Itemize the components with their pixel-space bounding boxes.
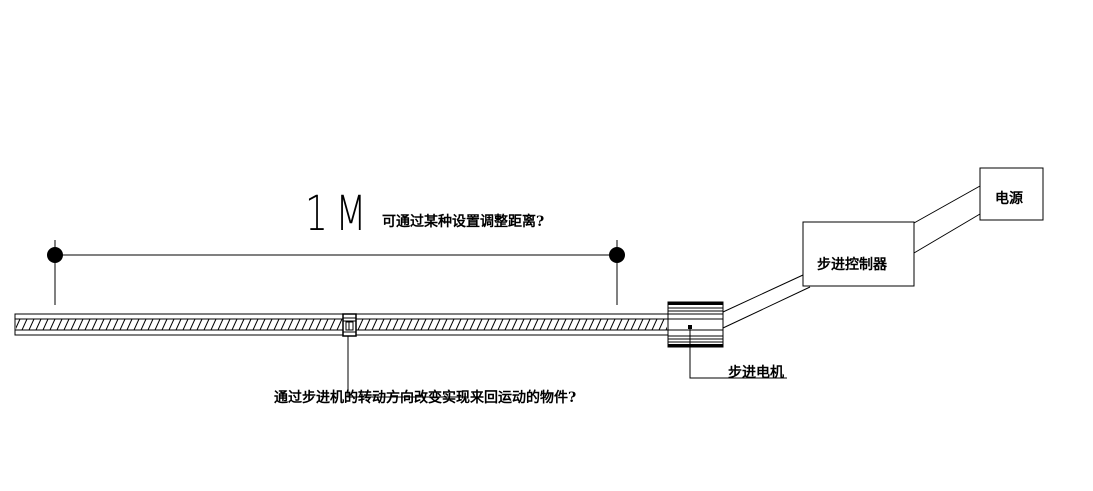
slider-leader-line: [347, 336, 467, 398]
slider-question-label: 通过步进机的转动方向改变实现来回运动的物件?: [274, 390, 577, 406]
motor-shaft-dot: [688, 325, 692, 329]
dimension-left-dot: [47, 247, 63, 263]
controller-label: 步进控制器: [817, 257, 887, 273]
lead-screw-rail: [14, 313, 669, 336]
screw-hatching: [16, 319, 667, 330]
dimension-line: [47, 240, 625, 305]
dimension-question-label: 可通过某种设置调整距离?: [382, 214, 545, 230]
motor-leader-line: [689, 329, 787, 379]
power-label: 电源: [995, 191, 1023, 207]
power-box: [979, 167, 1044, 221]
dimension-right-dot: [609, 247, 625, 263]
stepper-motor: [667, 301, 724, 348]
slider-carriage: [342, 313, 357, 337]
controller-power-wires: [913, 185, 981, 254]
dimension-value-label: 1M: [305, 186, 374, 242]
controller-box: [802, 221, 915, 287]
motor-label: 步进电机: [728, 365, 784, 381]
motor-controller-wires: [722, 274, 811, 329]
